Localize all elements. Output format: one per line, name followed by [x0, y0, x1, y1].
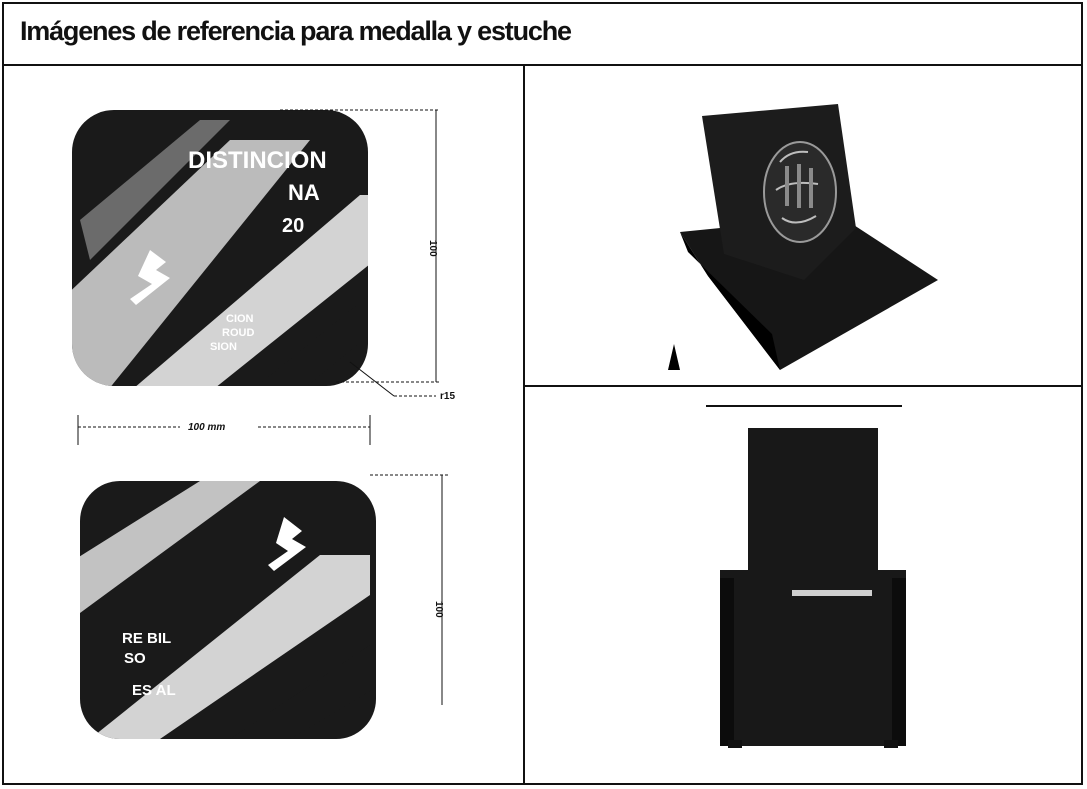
- medal-front-small1: CION: [226, 313, 254, 325]
- medal-front-height-label: 100: [427, 240, 438, 257]
- row-divider: [525, 385, 1083, 387]
- column-divider: [523, 66, 525, 785]
- medal-front-line3: 20: [282, 215, 304, 237]
- medal-back-line2: SO: [124, 650, 146, 667]
- medal-front-dimensions: [280, 109, 440, 397]
- case-body: [720, 570, 906, 746]
- medal-front-line1: DISTINCION: [188, 147, 327, 174]
- medal-front-small2: ROUD: [222, 327, 254, 339]
- header-bar: Imágenes de referencia para medalla y es…: [2, 2, 1083, 66]
- medal-back-dimensions: [77, 415, 450, 705]
- medal-back-width-label: 100 mm: [188, 422, 225, 433]
- page-title: Imágenes de referencia para medalla y es…: [20, 16, 572, 46]
- medal-front-small3: SION: [210, 341, 237, 353]
- medal-front-figure: DISTINCION NA 20 CION ROUD SION 100 r15: [72, 109, 455, 402]
- medal-back-plate: RE BIL SO ES AL: [80, 481, 376, 739]
- medal-back-height-label: 100: [433, 601, 444, 618]
- medal-front-radius-label: r15: [440, 391, 455, 402]
- case-slot: [792, 590, 872, 596]
- medal-front-plate: DISTINCION NA 20 CION ROUD SION: [72, 110, 368, 386]
- medal-back-line1: RE BIL: [122, 630, 171, 647]
- case-perspective-figure: [668, 104, 938, 370]
- medal-front-line2: NA: [288, 180, 320, 205]
- logo-mark-back: [268, 517, 306, 571]
- case-lid: [748, 428, 878, 578]
- medal-back-figure: 100 mm 100 RE BIL SO ES AL: [77, 415, 450, 739]
- logo-mark: [130, 250, 170, 305]
- medal-back-line3: ES AL: [132, 682, 176, 699]
- case-front-figure: [706, 405, 906, 748]
